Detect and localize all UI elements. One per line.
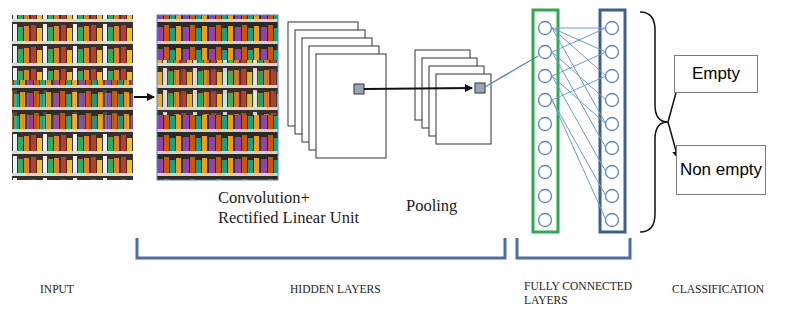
layer-label: Convolution+ Rectified Linear Unit (218, 188, 360, 228)
layer-label: Pooling (406, 196, 486, 216)
section-label: CLASSIFICATION (672, 283, 784, 297)
class-text: Empty (692, 64, 740, 84)
class-box: Non empty (676, 145, 766, 195)
section-label: INPUT (40, 283, 120, 297)
class-box: Empty (674, 55, 758, 93)
class-text: Non empty (680, 160, 762, 180)
section-label: HIDDEN LAYERS (290, 283, 430, 297)
section-label: FULLY CONNECTED LAYERS (524, 280, 642, 308)
